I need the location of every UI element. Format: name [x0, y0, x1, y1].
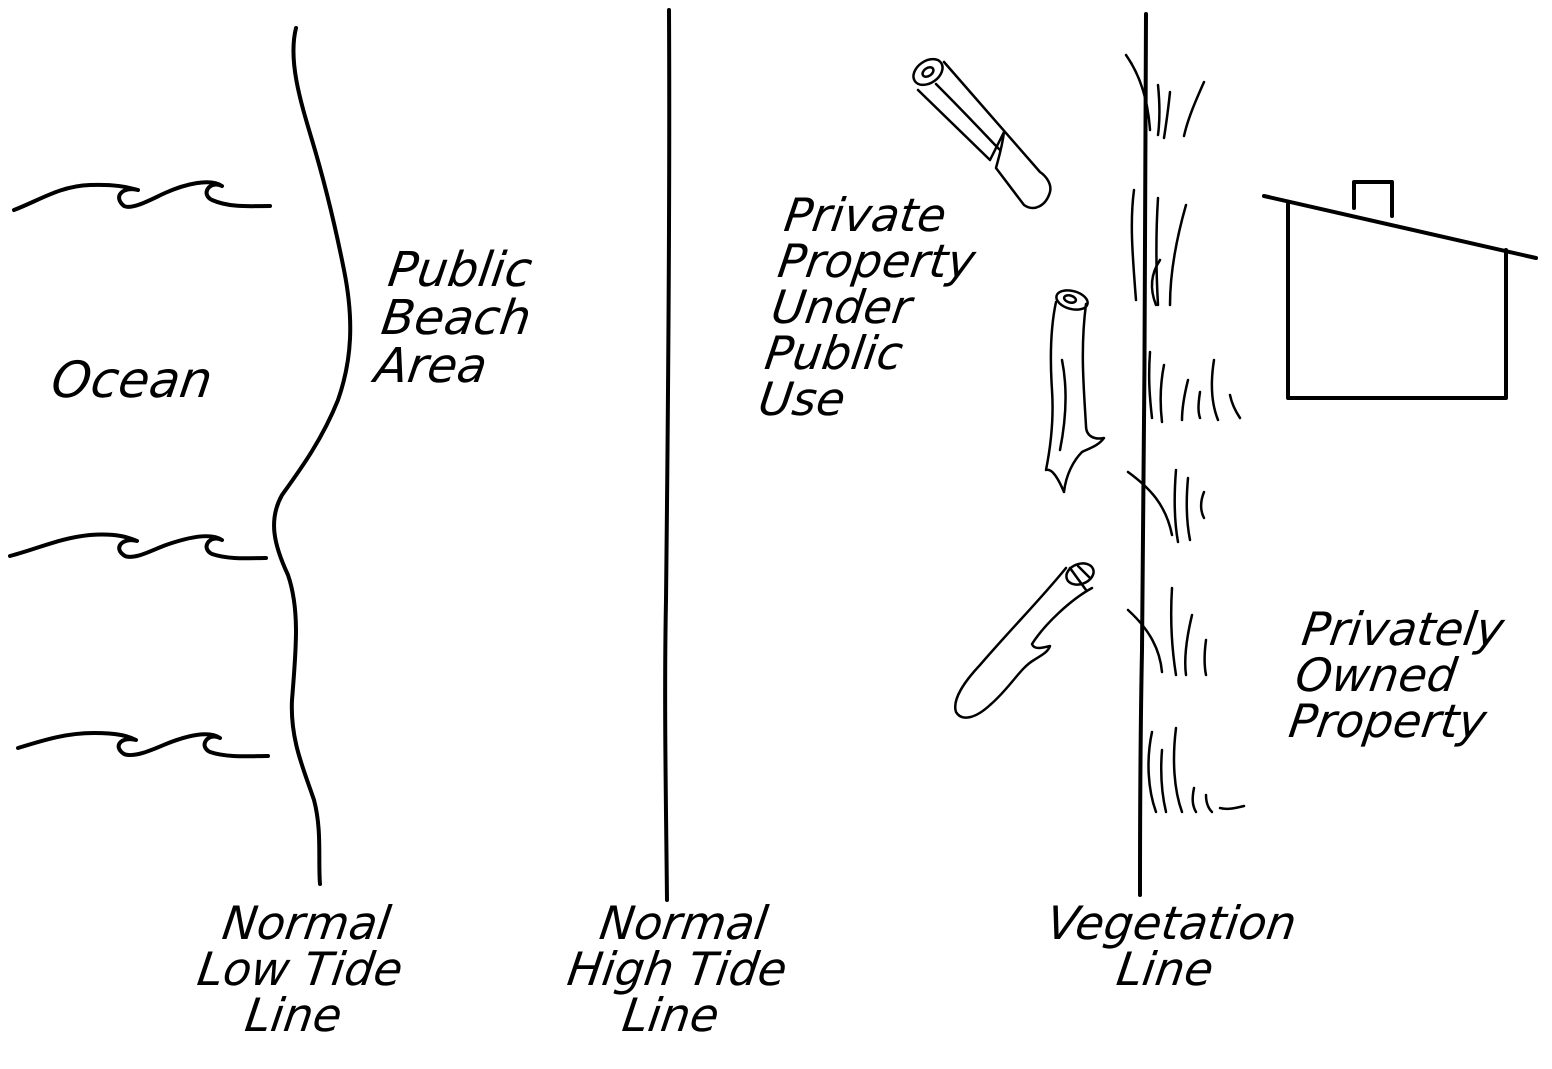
high-tide-line	[665, 10, 669, 900]
private-use-line-4: Public	[762, 330, 965, 376]
house-chimney	[1354, 182, 1392, 216]
private-use-line-2: Property	[775, 238, 978, 284]
log-middle	[1046, 287, 1104, 492]
low-tide-label: Normal Low Tide Line	[188, 900, 412, 1038]
house-walls	[1288, 204, 1506, 398]
wave-bottom	[18, 733, 268, 756]
wave-top	[14, 182, 270, 210]
high-tide-label: Normal High Tide Line	[558, 900, 796, 1038]
low-tide-line-3: Line	[188, 992, 399, 1038]
waves	[10, 182, 270, 756]
vegetation-line-1: Vegetation	[1044, 900, 1299, 946]
ocean-label: Ocean	[48, 355, 215, 405]
high-tide-line-2: High Tide	[565, 946, 790, 992]
wave-middle	[10, 535, 266, 559]
public-beach-label: Public Beach Area	[372, 246, 541, 390]
log-bottom	[955, 560, 1096, 718]
log-top	[909, 54, 1051, 208]
high-tide-line-1: Normal	[571, 900, 796, 946]
vegetation-line	[1140, 14, 1146, 895]
high-tide-line-3: Line	[558, 992, 783, 1038]
vegetation-line-2: Line	[1038, 946, 1293, 992]
private-use-line-3: Under	[769, 284, 972, 330]
low-tide-line-1: Normal	[201, 900, 412, 946]
vegetation-label: Vegetation Line	[1038, 900, 1300, 992]
public-beach-line-2: Beach	[379, 294, 534, 342]
house-roof	[1264, 196, 1536, 258]
private-public-use-label: Private Property Under Public Use	[756, 192, 985, 422]
public-beach-line-3: Area	[372, 342, 527, 390]
ocean-text: Ocean	[48, 355, 215, 405]
low-tide-line	[274, 28, 350, 884]
private-use-line-5: Use	[756, 376, 959, 422]
low-tide-line-2: Low Tide	[195, 946, 406, 992]
house	[1264, 182, 1536, 398]
privately-owned-line-1: Privately	[1299, 606, 1507, 652]
privately-owned-label: Privately Owned Property	[1286, 606, 1507, 744]
public-beach-line-1: Public	[385, 246, 540, 294]
privately-owned-line-3: Property	[1286, 698, 1494, 744]
privately-owned-line-2: Owned	[1293, 652, 1501, 698]
private-use-line-1: Private	[782, 192, 985, 238]
